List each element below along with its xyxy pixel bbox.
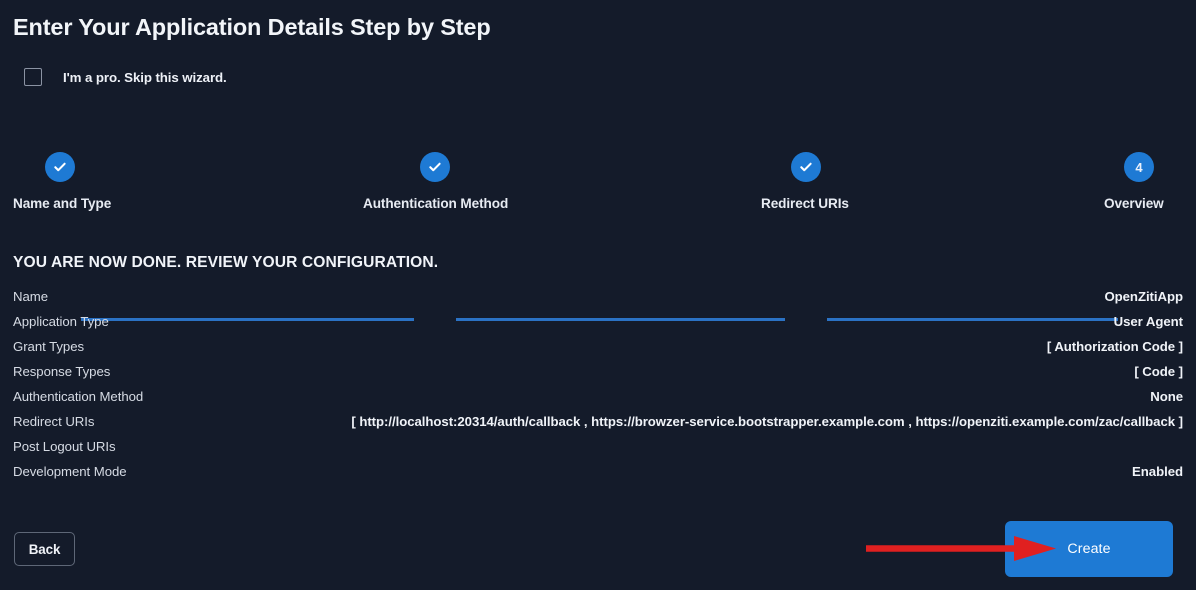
summary-value-authentication-method: None: [1150, 389, 1183, 404]
summary-key-name: Name: [13, 289, 48, 304]
step-connector-1-2: [81, 318, 414, 321]
back-button[interactable]: Back: [14, 532, 75, 566]
page-title: Enter Your Application Details Step by S…: [13, 14, 491, 40]
summary-value-name: OpenZitiApp: [1104, 289, 1183, 304]
summary-key-application-type: Application Type: [13, 314, 109, 329]
step-circle-2[interactable]: [420, 152, 450, 182]
summary-row: Authentication Method None: [13, 389, 1183, 414]
summary-row: Grant Types [ Authorization Code ]: [13, 339, 1183, 364]
wizard-stepper: Name and Type Authentication Method Redi…: [0, 152, 1196, 321]
step-circle-1[interactable]: [45, 152, 75, 182]
check-icon: [429, 162, 441, 172]
summary-key-redirect-uris: Redirect URIs: [13, 414, 95, 429]
skip-wizard-label[interactable]: I'm a pro. Skip this wizard.: [63, 69, 227, 85]
summary-value-redirect-uris: [ http://localhost:20314/auth/callback ,…: [351, 414, 1183, 429]
step-connector-2-3: [456, 318, 785, 321]
summary-value-response-types: [ Code ]: [1134, 364, 1183, 379]
summary-row: Post Logout URIs: [13, 439, 1183, 464]
summary-row: Name OpenZitiApp: [13, 289, 1183, 314]
step-number-4: 4: [1135, 159, 1143, 175]
summary-row: Redirect URIs [ http://localhost:20314/a…: [13, 414, 1183, 439]
skip-wizard-row[interactable]: I'm a pro. Skip this wizard.: [24, 68, 227, 86]
create-button[interactable]: Create: [1005, 521, 1173, 577]
summary-row: Development Mode Enabled: [13, 464, 1183, 489]
summary-key-post-logout-uris: Post Logout URIs: [13, 439, 116, 454]
configuration-summary: Name OpenZitiApp Application Type User A…: [13, 289, 1183, 489]
step-circle-3[interactable]: [791, 152, 821, 182]
step-label-3[interactable]: Redirect URIs: [761, 196, 849, 211]
summary-value-grant-types: [ Authorization Code ]: [1046, 339, 1183, 354]
summary-key-response-types: Response Types: [13, 364, 111, 379]
summary-row: Application Type User Agent: [13, 314, 1183, 339]
step-connector-3-4: [827, 318, 1118, 321]
summary-key-development-mode: Development Mode: [13, 464, 127, 479]
step-circle-4[interactable]: 4: [1124, 152, 1154, 182]
summary-row: Response Types [ Code ]: [13, 364, 1183, 389]
review-heading: YOU ARE NOW DONE. REVIEW YOUR CONFIGURAT…: [13, 254, 439, 271]
skip-wizard-checkbox[interactable]: [24, 68, 42, 86]
summary-value-application-type: User Agent: [1113, 314, 1183, 329]
summary-key-authentication-method: Authentication Method: [13, 389, 144, 404]
check-icon: [800, 162, 812, 172]
step-label-4[interactable]: Overview: [1104, 196, 1164, 211]
step-label-1[interactable]: Name and Type: [13, 196, 112, 211]
check-icon: [54, 162, 66, 172]
summary-key-grant-types: Grant Types: [13, 339, 85, 354]
summary-value-development-mode: Enabled: [1132, 464, 1183, 479]
step-label-2[interactable]: Authentication Method: [363, 196, 509, 211]
